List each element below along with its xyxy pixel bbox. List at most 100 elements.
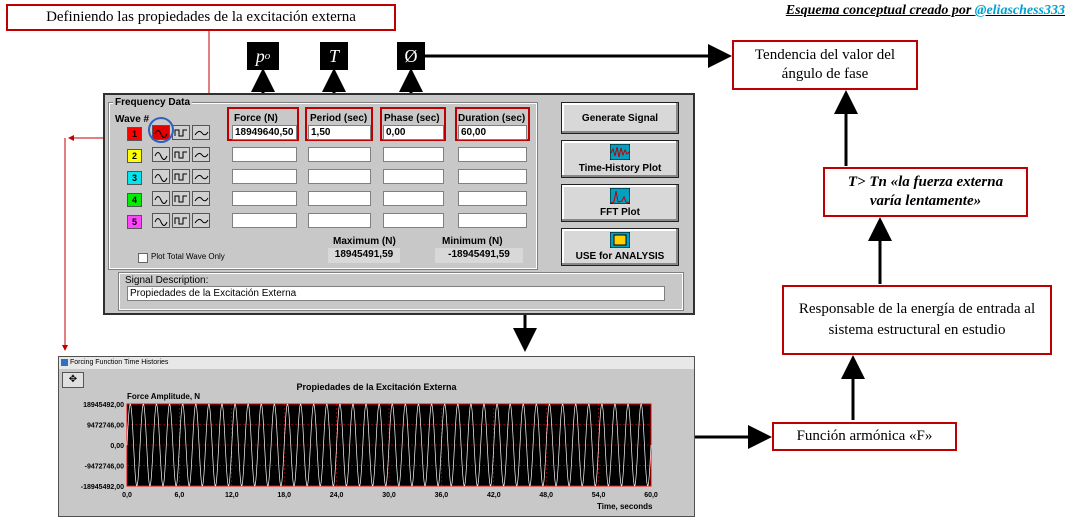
square-wave-icon: [174, 173, 187, 181]
duration-input-wave-5[interactable]: [458, 213, 527, 228]
sine-wave-button[interactable]: [152, 147, 170, 162]
duration-column-header: Duration (sec): [458, 113, 526, 124]
phase-input-wave-3[interactable]: [383, 169, 444, 184]
duration-highlight-box: [455, 107, 530, 141]
x-tick-label: 54,0: [592, 492, 606, 499]
fft-label: FFT Plot: [600, 207, 640, 218]
signal-description-group: [118, 272, 684, 311]
triangle-wave-button[interactable]: [192, 213, 210, 228]
x-tick-label: 60,0: [644, 492, 658, 499]
duration-input-wave-2[interactable]: [458, 147, 527, 162]
frequency-data-group: [108, 102, 538, 270]
symbol-force-sub: o: [264, 50, 271, 62]
phase-input-wave-5[interactable]: [383, 213, 444, 228]
triangle-wave-button[interactable]: [192, 125, 210, 140]
maximum-label: Maximum (N): [333, 236, 396, 247]
symbol-period: T: [320, 42, 348, 70]
credit-prefix: Esquema conceptual creado por: [785, 3, 975, 18]
phase-input-wave-1[interactable]: 0,00: [383, 125, 444, 140]
energy-source-box: Responsable de la energía de entrada al …: [782, 285, 1052, 355]
square-wave-button[interactable]: [172, 191, 190, 206]
y-tick-label: 0,00: [110, 443, 124, 450]
slow-condition-box: T> Tn «la fuerza externa varía lentament…: [823, 167, 1028, 217]
plot-total-checkbox[interactable]: [138, 253, 148, 263]
phase-trend-box: Tendencia del valor del ángulo de fase: [732, 40, 918, 90]
triangle-wave-button[interactable]: [192, 191, 210, 206]
force-series-line: [126, 403, 652, 487]
triangle-wave-icon: [194, 218, 209, 224]
generate-signal-button[interactable]: Generate Signal: [561, 102, 679, 134]
time-history-label: Time-History Plot: [578, 163, 662, 174]
sine-wave-button[interactable]: [152, 191, 170, 206]
sine-wave-icon: [154, 196, 168, 204]
period-input-wave-2[interactable]: [308, 147, 371, 162]
harmonic-function-box: Función armónica «F»: [772, 422, 957, 451]
force-input-wave-3[interactable]: [232, 169, 297, 184]
waveform-buttons-5: [152, 213, 210, 228]
y-tick-label: 18945492,00: [83, 402, 124, 409]
x-tick-label: 42,0: [487, 492, 501, 499]
triangle-wave-button[interactable]: [192, 169, 210, 184]
period-input-wave-3[interactable]: [308, 169, 371, 184]
move-icon: ✥: [68, 374, 78, 385]
square-wave-icon: [174, 195, 187, 203]
force-column-header: Force (N): [234, 113, 278, 124]
duration-input-wave-4[interactable]: [458, 191, 527, 206]
frequency-data-panel: Frequency Data Wave # Force (N) Period (…: [103, 93, 695, 315]
window-titlebar: Forcing Function Time Histories: [59, 357, 694, 369]
phase-column-header: Phase (sec): [384, 113, 440, 124]
force-input-wave-4[interactable]: [232, 191, 297, 206]
force-input-wave-5[interactable]: [232, 213, 297, 228]
x-tick-label: 24,0: [330, 492, 344, 499]
triangle-wave-icon: [194, 174, 209, 180]
credit-handle-link[interactable]: @eliaschess333: [974, 3, 1065, 18]
sine-wave-button[interactable]: [152, 169, 170, 184]
harmonic-function-text: Función armónica «F»: [796, 428, 933, 444]
phase-input-wave-2[interactable]: [383, 147, 444, 162]
square-wave-button[interactable]: [172, 169, 190, 184]
square-wave-button[interactable]: [172, 125, 190, 140]
frequency-data-title: Frequency Data: [113, 97, 193, 108]
square-wave-button[interactable]: [172, 147, 190, 162]
y-tick-label: -18945492,00: [81, 484, 124, 491]
title-annotation: Definiendo las propiedades de la excitac…: [6, 4, 396, 31]
wave-number-3: 3: [127, 171, 142, 185]
wave-number-2: 2: [127, 149, 142, 163]
symbol-phase-text: Ø: [404, 45, 418, 66]
x-tick-label: 12,0: [225, 492, 239, 499]
period-input-wave-5[interactable]: [308, 213, 371, 228]
sine-wave-icon: [154, 152, 168, 160]
waveform-buttons-2: [152, 147, 210, 162]
symbol-force-base: p: [255, 45, 265, 66]
triangle-wave-icon: [194, 130, 209, 136]
signal-description-input[interactable]: Propiedades de la Excitación Externa: [127, 286, 665, 301]
wave-number-4: 4: [127, 193, 142, 207]
move-tool-button[interactable]: ✥: [62, 372, 84, 388]
force-input-wave-1[interactable]: 18949640,50: [232, 125, 297, 140]
duration-input-wave-1[interactable]: 60,00: [458, 125, 527, 140]
square-wave-button[interactable]: [172, 213, 190, 228]
phase-input-wave-4[interactable]: [383, 191, 444, 206]
waveform-buttons-3: [152, 169, 210, 184]
minimum-label: Minimum (N): [442, 236, 503, 247]
square-wave-icon: [174, 129, 187, 137]
maximum-value: 18945491,59: [328, 248, 400, 263]
wave-number-1: 1: [127, 127, 142, 141]
x-tick-label: 48,0: [539, 492, 553, 499]
fft-icon: [609, 187, 631, 205]
x-tick-label: 0,0: [122, 492, 132, 499]
force-input-wave-2[interactable]: [232, 147, 297, 162]
sine-wave-button[interactable]: [152, 213, 170, 228]
fft-plot-button[interactable]: FFT Plot: [561, 184, 679, 222]
duration-input-wave-3[interactable]: [458, 169, 527, 184]
period-input-wave-1[interactable]: 1,50: [308, 125, 371, 140]
minimum-value: -18945491,59: [435, 248, 523, 263]
triangle-wave-button[interactable]: [192, 147, 210, 162]
y-tick-label: -9472746,00: [85, 464, 124, 471]
time-history-plot-button[interactable]: Time-History Plot: [561, 140, 679, 178]
use-for-analysis-button[interactable]: USE for ANALYSIS: [561, 228, 679, 266]
slow-condition-line1: T> Tn «la fuerza externa: [847, 174, 1004, 190]
period-input-wave-4[interactable]: [308, 191, 371, 206]
